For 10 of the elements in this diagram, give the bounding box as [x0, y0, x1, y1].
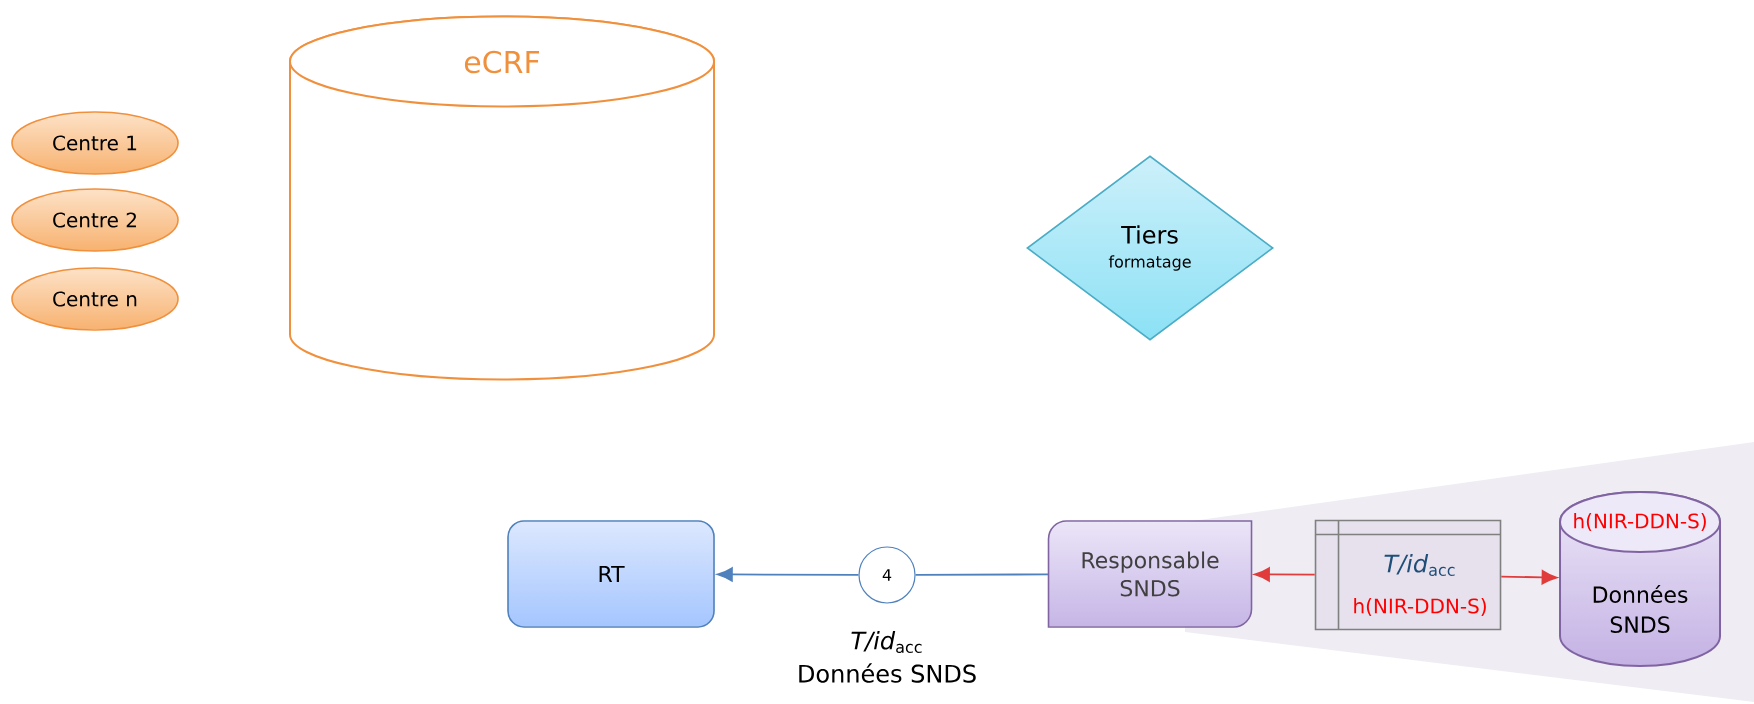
process-box: Responsable SNDS [1047, 520, 1253, 628]
arrow [1254, 567, 1316, 582]
table-box: T/id$_{acc}$ h(NIR-DDN-S) [1314, 519, 1502, 631]
database-cylinder: h(NIR-DDN-S) Données SNDS [1559, 491, 1721, 667]
node-label: Données SNDS [799, 663, 976, 683]
process-box: RT [507, 520, 715, 628]
node-label: T/id$_{acc}$ [851, 630, 922, 654]
arrow [717, 567, 860, 582]
arrow [1500, 570, 1558, 585]
database-cylinder: eCRF [289, 15, 715, 381]
